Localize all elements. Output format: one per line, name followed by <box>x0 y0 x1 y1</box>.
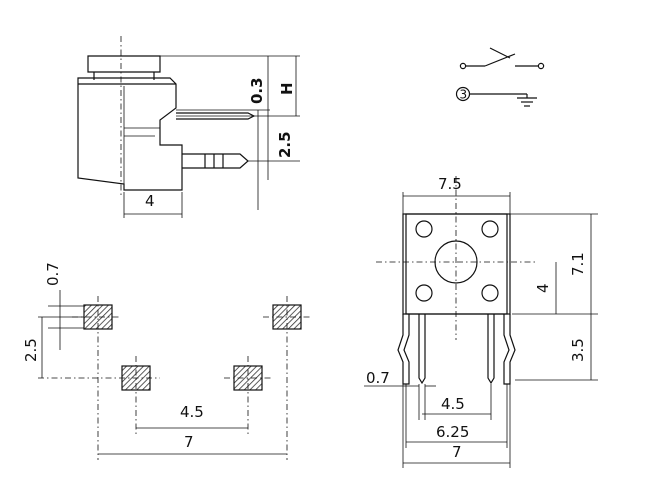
pcb-footprint: 0.7 2.5 4.5 7 <box>22 262 312 460</box>
dim-front-inner: 4.5 <box>441 395 465 413</box>
dim-front-pin: 0.7 <box>366 369 390 387</box>
dim-front-outer: 7 <box>452 443 462 461</box>
button-cap <box>87 55 161 73</box>
dim-front-pitch: 6.25 <box>436 423 469 441</box>
dim-side-height: H <box>278 82 296 95</box>
dim-footprint-pad: 0.7 <box>44 262 62 286</box>
dim-side-pin: 2.5 <box>276 131 294 158</box>
lower-lead <box>182 153 249 169</box>
dim-front-mid: 4 <box>534 283 552 293</box>
front-pin-left <box>418 314 426 385</box>
side-view: 4 0.3 H 2.5 <box>77 36 300 218</box>
dim-footprint-row: 2.5 <box>22 338 40 362</box>
dim-front-top: 7.5 <box>438 175 462 193</box>
switch-body <box>77 77 183 191</box>
symbol-terminal-number: 3 <box>460 88 468 102</box>
front-body <box>405 213 508 315</box>
dim-footprint-inner: 4.5 <box>180 403 204 421</box>
dim-front-leg: 3.5 <box>569 338 587 362</box>
front-pin-right <box>487 314 495 385</box>
dim-footprint-outer: 7 <box>184 433 194 451</box>
dim-side-width: 4 <box>145 192 155 210</box>
front-leg-right <box>503 314 516 385</box>
schematic-symbol: 3 <box>455 47 545 107</box>
front-view: 7.5 7.1 4 3.5 0.7 4.5 6.25 7 <box>364 175 598 468</box>
front-leg-left <box>397 314 410 385</box>
dim-front-body: 7.1 <box>569 252 587 276</box>
dim-side-offset: 0.3 <box>248 77 266 104</box>
